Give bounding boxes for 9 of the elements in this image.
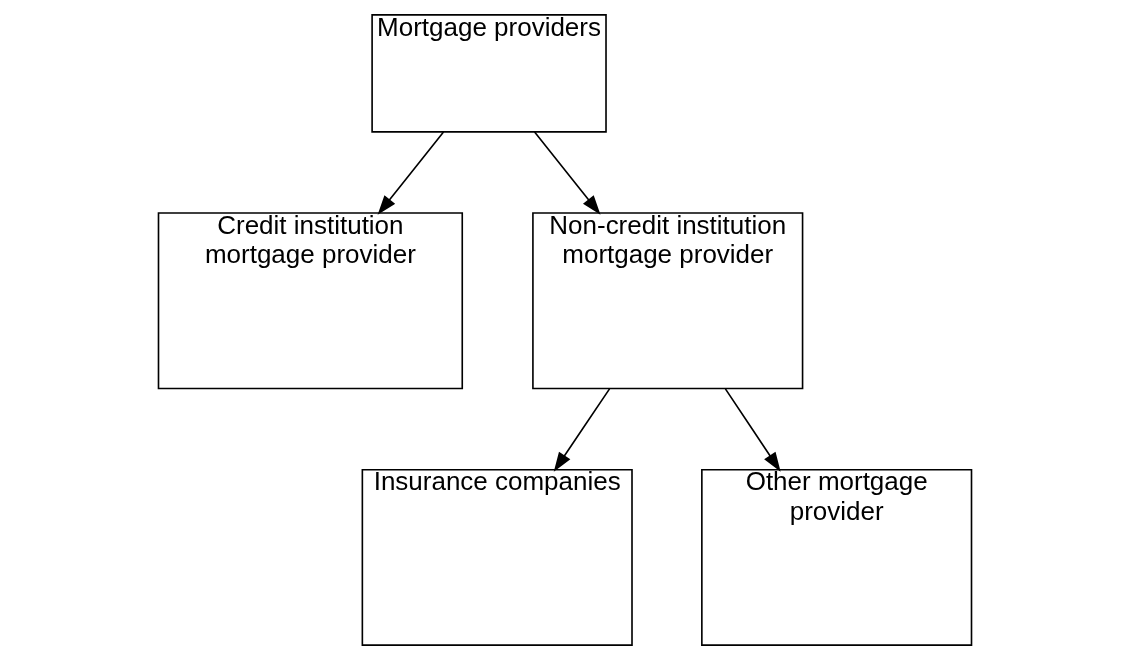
arrow	[724, 388, 781, 472]
node-box: Credit institution mortgage provider	[157, 212, 464, 390]
node-box: Other mortgage provider	[701, 468, 973, 646]
node-box: Non-credit institution mortgage provider	[532, 212, 804, 390]
arrow	[533, 131, 601, 215]
node-box: Mortgage providers	[371, 14, 607, 133]
arrow	[377, 131, 445, 215]
arrow	[553, 388, 611, 472]
node-box: Insurance companies	[361, 468, 633, 646]
